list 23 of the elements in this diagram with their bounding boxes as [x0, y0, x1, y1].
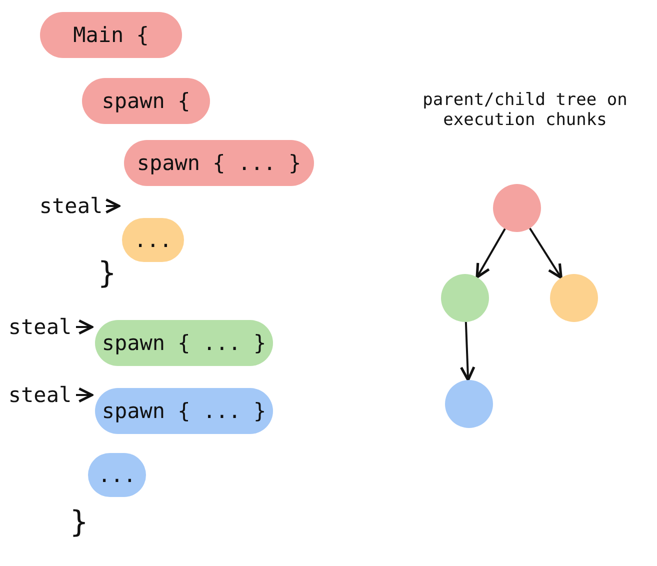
arrow [529, 228, 562, 279]
tree-node-circle [493, 184, 541, 232]
closing-brace: } [96, 256, 118, 291]
code-highlight: ... [122, 218, 184, 262]
steal-label: steal [8, 381, 72, 409]
tree-node-circle [550, 274, 598, 322]
arrow [104, 198, 120, 214]
code-highlight: ... [88, 453, 146, 497]
tree-caption: parent/child tree on execution chunks [422, 90, 628, 130]
code-highlight: spawn { [82, 78, 210, 124]
code-highlight: spawn { ... } [95, 320, 273, 366]
code-highlight: spawn { ... } [124, 140, 314, 186]
closing-brace: } [68, 505, 90, 540]
code-highlight: spawn { ... } [95, 388, 273, 434]
tree-node-circle [445, 380, 493, 428]
arrow [76, 387, 94, 403]
code-highlight: Main { [40, 12, 182, 58]
steal-label: steal [8, 313, 72, 341]
tree-node-circle [441, 274, 489, 322]
arrow [76, 319, 94, 335]
arrow [476, 228, 506, 278]
steal-label: steal [40, 192, 102, 220]
arrow [460, 322, 476, 382]
